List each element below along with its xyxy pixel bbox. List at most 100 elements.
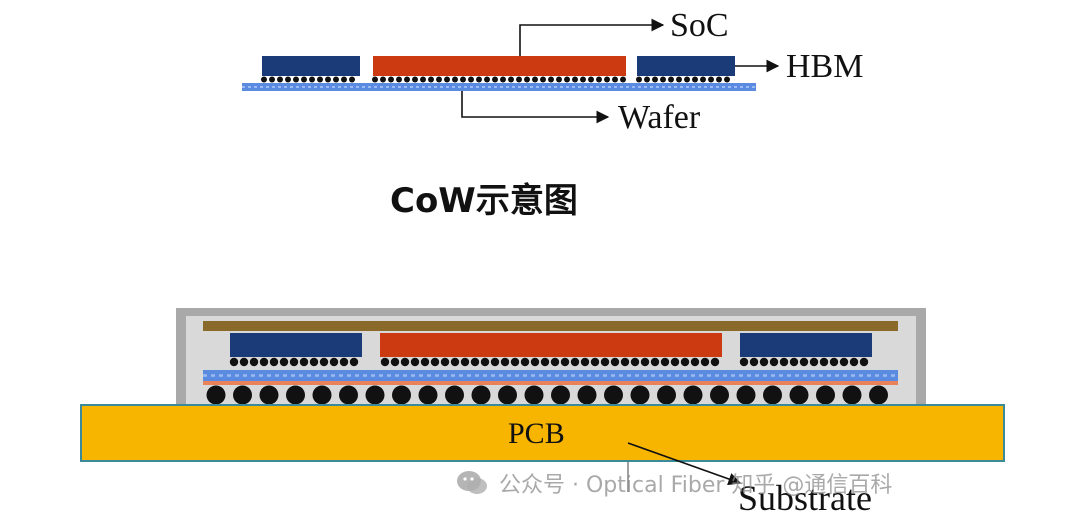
micro-bump <box>319 357 329 367</box>
micro-bump <box>428 76 434 83</box>
micro-bump <box>670 357 680 367</box>
micro-bump <box>700 357 710 367</box>
hbm-die-right <box>637 56 735 76</box>
c4-bump <box>312 385 332 405</box>
c4-bump <box>445 385 464 405</box>
micro-bump <box>249 357 259 367</box>
c4-bump <box>842 385 862 405</box>
micro-bump <box>380 357 390 367</box>
package-micro-bumps <box>229 357 869 367</box>
hbm-die-left <box>262 56 360 76</box>
hbm-die-right <box>740 333 872 357</box>
micro-bump <box>277 76 283 83</box>
micro-bump <box>349 76 355 83</box>
micro-bump <box>500 76 506 83</box>
micro-bump <box>325 76 331 83</box>
micro-bump <box>759 357 769 367</box>
wafer-leader-arrow <box>461 91 610 124</box>
micro-bump <box>692 76 698 83</box>
micro-bump <box>564 76 570 83</box>
c4-bump <box>339 385 358 405</box>
micro-bump <box>480 357 490 367</box>
micro-bump <box>650 357 660 367</box>
micro-bump <box>849 357 859 367</box>
micro-bump <box>259 357 269 367</box>
c4-bump <box>259 385 279 405</box>
micro-bump <box>684 76 690 83</box>
micro-bump <box>588 76 594 83</box>
substrate-label: Substrate <box>738 478 872 518</box>
micro-bump <box>420 357 430 367</box>
c4-bump <box>657 385 676 405</box>
micro-bump <box>349 357 359 367</box>
substrate-layer <box>203 381 898 385</box>
c4-bump <box>551 385 570 405</box>
micro-bump <box>317 76 323 83</box>
micro-bump <box>492 76 498 83</box>
micro-bump <box>710 357 720 367</box>
micro-bump <box>229 357 239 367</box>
micro-bump <box>668 76 674 83</box>
micro-bump <box>508 76 514 83</box>
micro-bump <box>560 357 570 367</box>
micro-bump <box>468 76 474 83</box>
package-c4-bumps <box>206 385 888 405</box>
micro-bump <box>660 76 666 83</box>
micro-bump <box>660 357 670 367</box>
micro-bump <box>548 76 554 83</box>
micro-bump <box>452 76 458 83</box>
micro-bump <box>341 76 347 83</box>
c4-bump <box>471 385 491 405</box>
micro-bump <box>789 357 799 367</box>
micro-bump <box>600 357 610 367</box>
micro-bump <box>309 357 319 367</box>
micro-bump <box>309 76 315 83</box>
micro-bump <box>676 76 682 83</box>
c4-bump <box>392 385 411 405</box>
c4-bump <box>710 385 729 405</box>
micro-bump <box>289 357 299 367</box>
micro-bump <box>809 357 819 367</box>
c4-bump <box>524 385 544 405</box>
micro-bump <box>739 357 749 367</box>
cowos-package <box>80 308 1005 492</box>
pcb-label: PCB <box>508 417 565 450</box>
micro-bump <box>819 357 829 367</box>
watermark-text: 公众号 · Optical Fiber 知乎 @通信百科 <box>499 473 893 498</box>
micro-bump <box>400 357 410 367</box>
c4-bump <box>869 385 888 405</box>
micro-bump <box>436 76 442 83</box>
micro-bump <box>410 357 420 367</box>
micro-bump <box>299 357 309 367</box>
substrate-leader-arrow <box>627 442 742 486</box>
micro-bump <box>460 357 470 367</box>
micro-bump <box>829 357 839 367</box>
micro-bump <box>630 357 640 367</box>
micro-bump <box>690 357 700 367</box>
hbm-label: HBM <box>786 48 864 85</box>
micro-bump <box>769 357 779 367</box>
micro-bump <box>333 76 339 83</box>
micro-bump <box>700 76 706 83</box>
micro-bump <box>596 76 602 83</box>
c4-bump <box>683 385 703 405</box>
micro-bump <box>380 76 386 83</box>
micro-bump <box>610 357 620 367</box>
micro-bump <box>412 76 418 83</box>
micro-bump <box>570 357 580 367</box>
micro-bump <box>460 76 466 83</box>
soc-leader-arrow <box>519 18 665 56</box>
c4-bump <box>365 385 385 405</box>
micro-bump <box>500 357 510 367</box>
micro-bump <box>636 76 642 83</box>
micro-bump <box>540 357 550 367</box>
c4-bump <box>789 385 809 405</box>
cow-schematic <box>242 18 780 124</box>
soc-die <box>380 333 722 357</box>
micro-bump <box>532 76 538 83</box>
micro-bump <box>516 76 522 83</box>
wechat-icon <box>457 471 487 494</box>
micro-bump <box>510 357 520 367</box>
micro-bump <box>390 357 400 367</box>
micro-bump <box>261 76 267 83</box>
